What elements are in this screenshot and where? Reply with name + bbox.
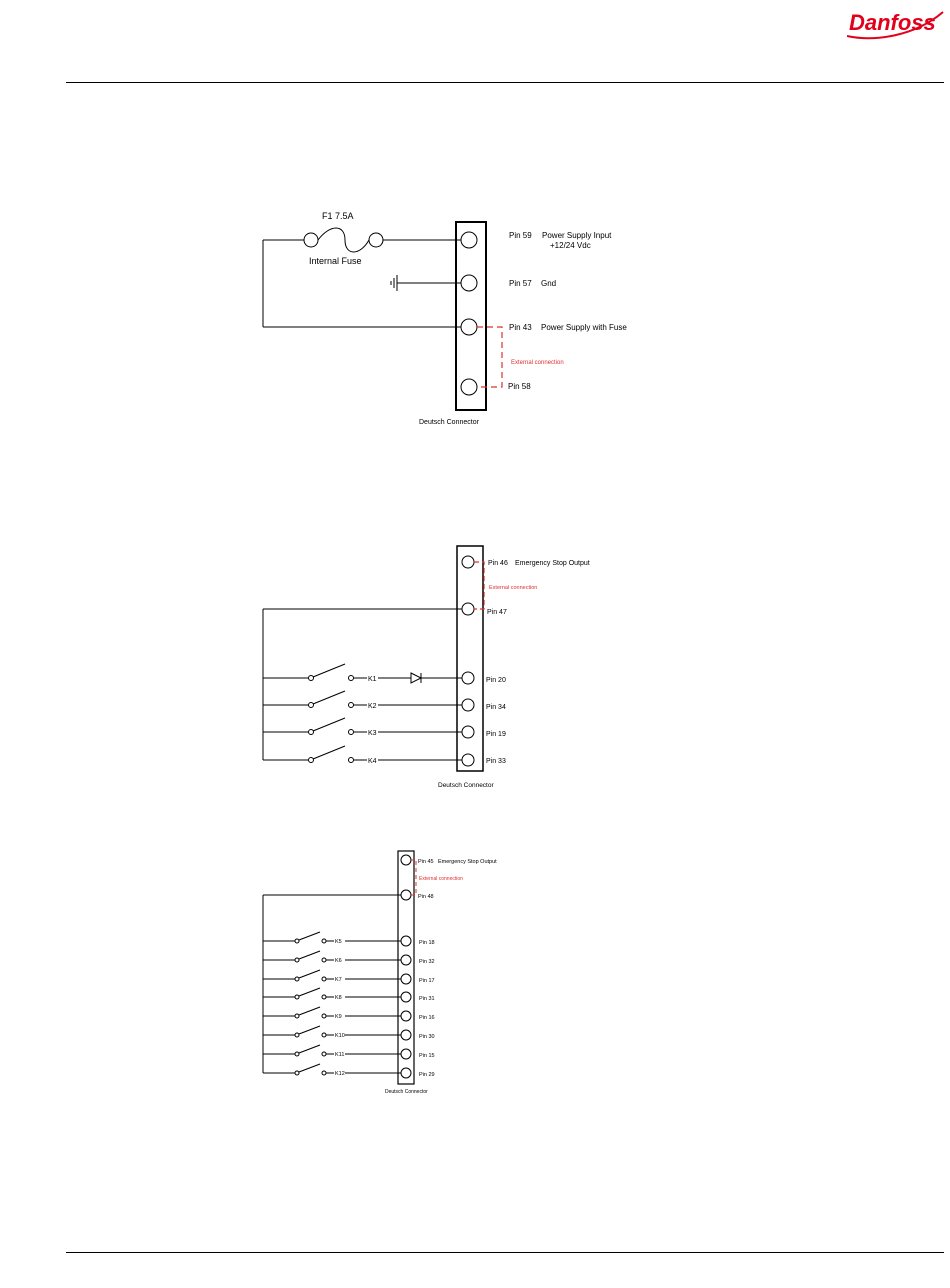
d1-external-link [477,326,503,388]
d1-external-label: External connection [511,360,564,366]
d3-k10-label: K10 [335,1033,345,1039]
d3-pin29-label: Pin 29 [419,1072,435,1078]
d3-pin29-terminal [400,1067,412,1079]
d3-k6-label: K6 [335,958,342,964]
footer-rule [66,1252,944,1253]
d2-connector-body [456,545,484,772]
d1-pin57-terminal [460,274,478,292]
d2-pin34-label: Pin 34 [486,704,506,711]
d2-pin33-terminal [461,753,475,767]
d3-connector-label: Deutsch Connector [385,1089,428,1095]
d3-pin15-terminal [400,1048,412,1060]
d1-connector-label: Deutsch Connector [419,419,480,426]
danfoss-logo: Danfoss [846,10,944,40]
d3-pin16-label: Pin 16 [419,1015,435,1021]
d3-k11-label: K11 [335,1052,344,1058]
d1-pin57-desc: Gnd [541,279,556,288]
d3-k5-label: K5 [335,939,342,945]
d3-pin48-terminal [400,889,412,901]
d2-k3-label: K3 [368,730,377,737]
d1-pin58-label: Pin 58 [508,382,531,391]
d3-pin32-terminal [400,954,412,966]
d1-fuse-label: F1 7.5A [322,211,354,221]
d1-pin59-label: Pin 59 [509,231,532,240]
d1-pin43-desc: Power Supply with Fuse [541,323,627,332]
d3-pin15-label: Pin 15 [419,1053,435,1059]
d2-k1-label: K1 [368,676,377,683]
d3-external-label: External connection [419,876,463,882]
header-rule [66,82,944,83]
d3-pin32-label: Pin 32 [419,959,435,965]
d2-pin33-label: Pin 33 [486,758,506,765]
d3-pin31-label: Pin 31 [419,996,435,1002]
d3-k9-label: K9 [335,1014,342,1020]
d1-pin57-label: Pin 57 [509,279,532,288]
d2-pin46-desc: Emergency Stop Output [515,560,590,567]
d3-pin18-terminal [400,935,412,947]
d3-pin17-label: Pin 17 [419,978,435,984]
d1-pin59-terminal [460,231,478,249]
d2-external-label: External connection [489,585,537,591]
d2-pin19-terminal [461,725,475,739]
d3-k12-label: K12 [335,1071,345,1077]
d1-pin59-voltage: +12/24 Vdc [550,241,591,250]
d2-pin20-label: Pin 20 [486,677,506,684]
d2-pin46-label: Pin 46 [488,560,508,567]
d3-connector-body [397,850,415,1085]
d3-pin45-label: Pin 45 [418,859,434,865]
d2-k2-label: K2 [368,703,377,710]
d2-pin47-terminal [461,602,475,616]
d3-external-link [410,859,417,896]
d2-connector-label: Deutsch Connector [438,782,494,789]
svg-text:Danfoss: Danfoss [849,10,936,35]
d1-fuse-name: Internal Fuse [309,256,362,266]
d2-k4-label: K4 [368,758,377,765]
d3-pin31-terminal [400,991,412,1003]
d3-pin30-label: Pin 30 [419,1034,435,1040]
d2-pin46-terminal [461,555,475,569]
d3-pin45-terminal [400,854,412,866]
d1-pin43-terminal [460,318,478,336]
d3-pin30-terminal [400,1029,412,1041]
d2-pin19-label: Pin 19 [486,731,506,738]
d2-pin34-terminal [461,698,475,712]
d3-pin48-label: Pin 48 [418,894,434,900]
d2-pin47-label: Pin 47 [487,609,507,616]
d1-connector-body [455,221,487,411]
d3-pin18-label: Pin 18 [419,940,435,946]
d3-pin16-terminal [400,1010,412,1022]
d1-pin59-desc: Power Supply Input [542,231,612,240]
d1-pin43-label: Pin 43 [509,323,532,332]
d3-pin17-terminal [400,973,412,985]
d2-external-link [474,561,485,610]
d3-k8-label: K8 [335,995,342,1001]
d1-pin58-terminal [460,378,478,396]
d3-pin45-desc: Emergency Stop Output [438,859,497,865]
d3-k7-label: K7 [335,977,342,983]
d2-pin20-terminal [461,671,475,685]
